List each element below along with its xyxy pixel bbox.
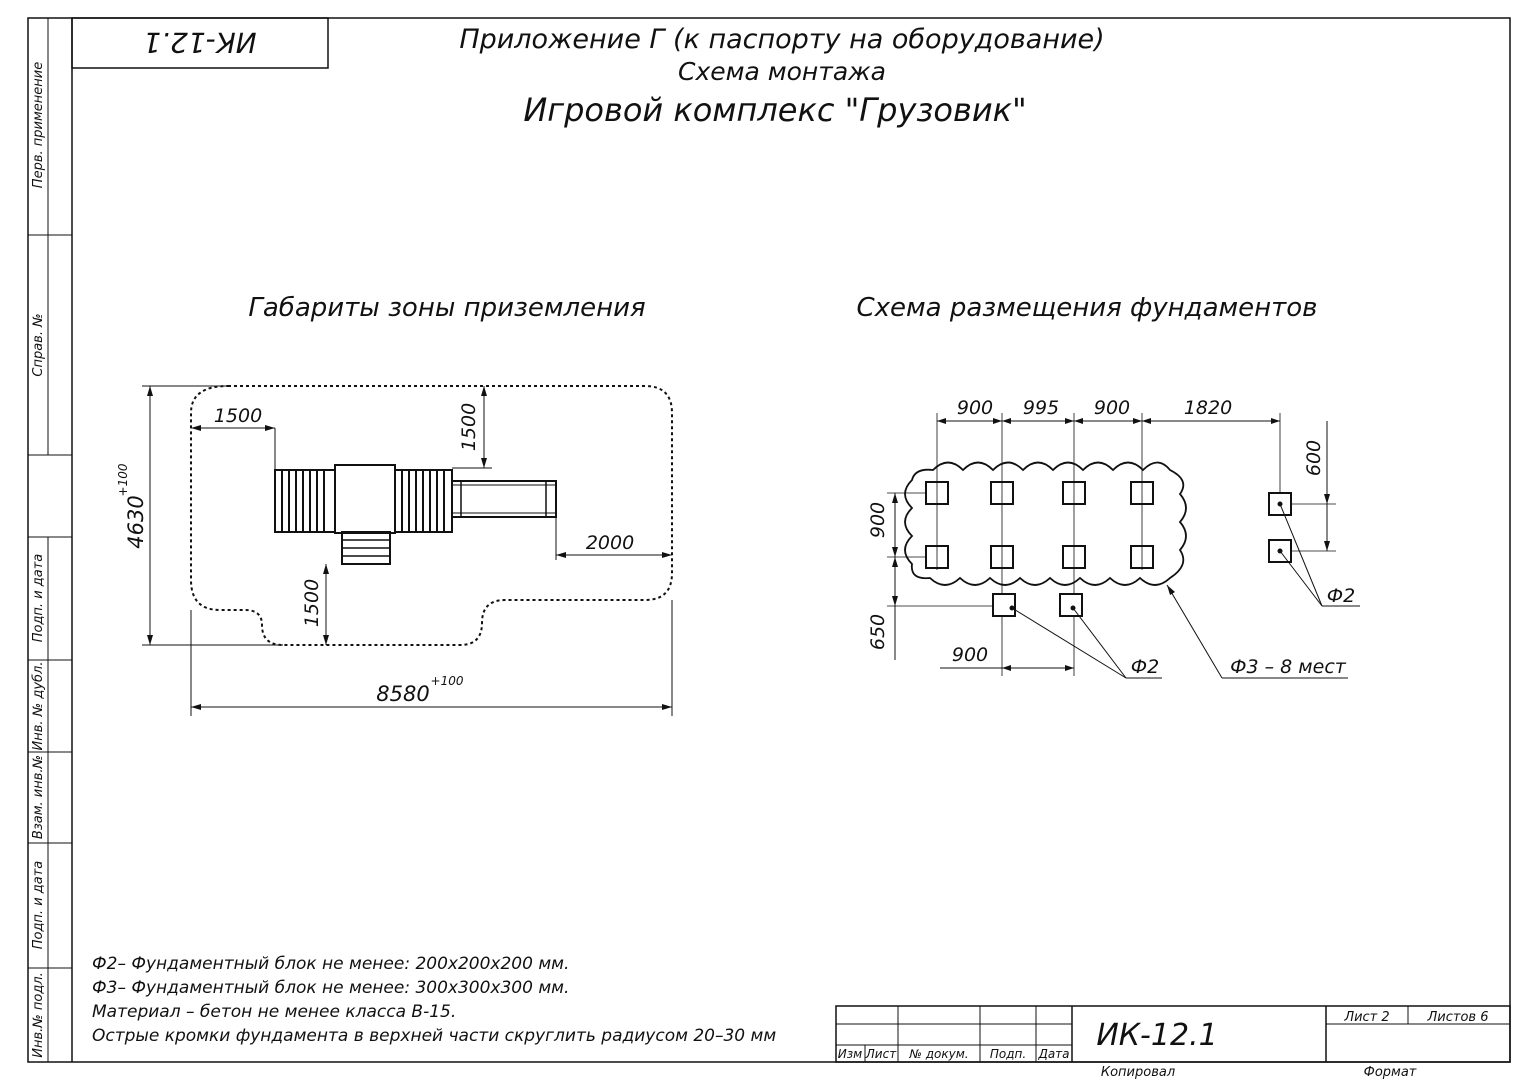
appendix-heading: Приложение Г (к паспорту на оборудование…: [459, 24, 1104, 55]
label-f3: Ф3 – 8 мест: [1230, 656, 1347, 678]
dim-bottom-900: 900: [952, 644, 988, 666]
dim-top-995: 995: [1023, 397, 1059, 419]
stamp-box: [71, 17, 329, 69]
side-label-podp-i-data-1: Подп. и дата: [31, 554, 46, 643]
dim-right-600: 600: [1303, 440, 1325, 476]
dim-left-900: 900: [867, 502, 889, 538]
tb-col-doc: № докум.: [908, 1047, 968, 1061]
title-block: Изм Лист № докум. Подп. Дата ИК-12.1 Лис…: [835, 1005, 1511, 1063]
stamp-code: ИК-12.1: [143, 26, 256, 59]
dim-right-2000: 2000: [586, 532, 634, 554]
side-label-vzam-inv-no: Взам. инв.№: [31, 755, 46, 839]
format-label: Формат: [1364, 1065, 1417, 1080]
dim-height-4630: 4630: [124, 495, 148, 548]
complex-left-module: [274, 469, 336, 533]
dim-width-tolerance: +100: [431, 674, 464, 688]
copied-label: Копировал: [1101, 1065, 1175, 1080]
side-label-perv-primenenie: Перв. применение: [31, 62, 46, 188]
tb-col-izm: Изм: [838, 1047, 862, 1061]
side-label-inv-no-dubl: Инв. № дубл.: [31, 662, 46, 751]
side-label-inv-no-podl: Инв.№ подл.: [31, 972, 46, 1058]
landing-zone-outline: [190, 385, 673, 646]
tb-sheets: Листов 6: [1427, 1010, 1489, 1025]
label-f2-right: Ф2: [1327, 585, 1355, 607]
f2-block-bottom-left: [992, 593, 1016, 617]
scheme-heading: Схема монтажа: [678, 57, 886, 86]
dim-top-900-b: 900: [1094, 397, 1130, 419]
note-line: Острые кромки фундамента в верхней части…: [92, 1026, 776, 1046]
note-line: Ф3– Фундаментный блок не менее: 300х300х…: [92, 978, 569, 998]
complex-center-platform: [334, 464, 396, 534]
side-label-sprav-no: Справ. №: [31, 313, 46, 376]
side-label-podp-i-data-2: Подп. и дата: [31, 861, 46, 950]
tb-col-podp: Подп.: [990, 1047, 1026, 1061]
dim-top-1500: 1500: [458, 403, 480, 451]
dim-height-tolerance: +100: [116, 463, 130, 496]
notes: Ф2– Фундаментный блок не менее: 200х200х…: [92, 954, 776, 1046]
page-title: Игровой комплекс "Грузовик": [523, 91, 1026, 129]
label-f2-bottom: Ф2: [1131, 656, 1159, 678]
f3-cloud-outline: [904, 461, 1187, 586]
complex-slide: [451, 480, 557, 518]
foundation-layout-drawing: Схема размещения фундаментов: [856, 293, 1360, 679]
f3-blocks: [925, 481, 1154, 569]
tb-col-list: Лист: [865, 1047, 897, 1061]
dim-left-1500: 1500: [214, 405, 262, 427]
tb-code: ИК-12.1: [1096, 1018, 1217, 1053]
dim-top-1820: 1820: [1184, 397, 1232, 419]
f2-block-bottom-right: [1059, 593, 1083, 617]
landing-zone-drawing: Габариты зоны приземления: [116, 293, 673, 716]
dim-width-8580: 8580: [376, 682, 429, 706]
dim-top-900-a: 900: [957, 397, 993, 419]
tb-col-data: Дата: [1037, 1047, 1069, 1061]
note-line: Материал – бетон не менее класса В-15.: [92, 1002, 456, 1022]
dim-bottom-1500: 1500: [301, 579, 323, 627]
tb-sheet: Лист 2: [1343, 1010, 1389, 1025]
play-complex-plan: [274, 464, 557, 565]
outer-frame: [27, 17, 1511, 1063]
landing-zone-title: Габариты зоны приземления: [248, 293, 645, 323]
foundation-layout-title: Схема размещения фундаментов: [856, 293, 1317, 323]
note-line: Ф2– Фундаментный блок не менее: 200х200х…: [92, 954, 569, 974]
dim-left-650: 650: [867, 614, 889, 650]
